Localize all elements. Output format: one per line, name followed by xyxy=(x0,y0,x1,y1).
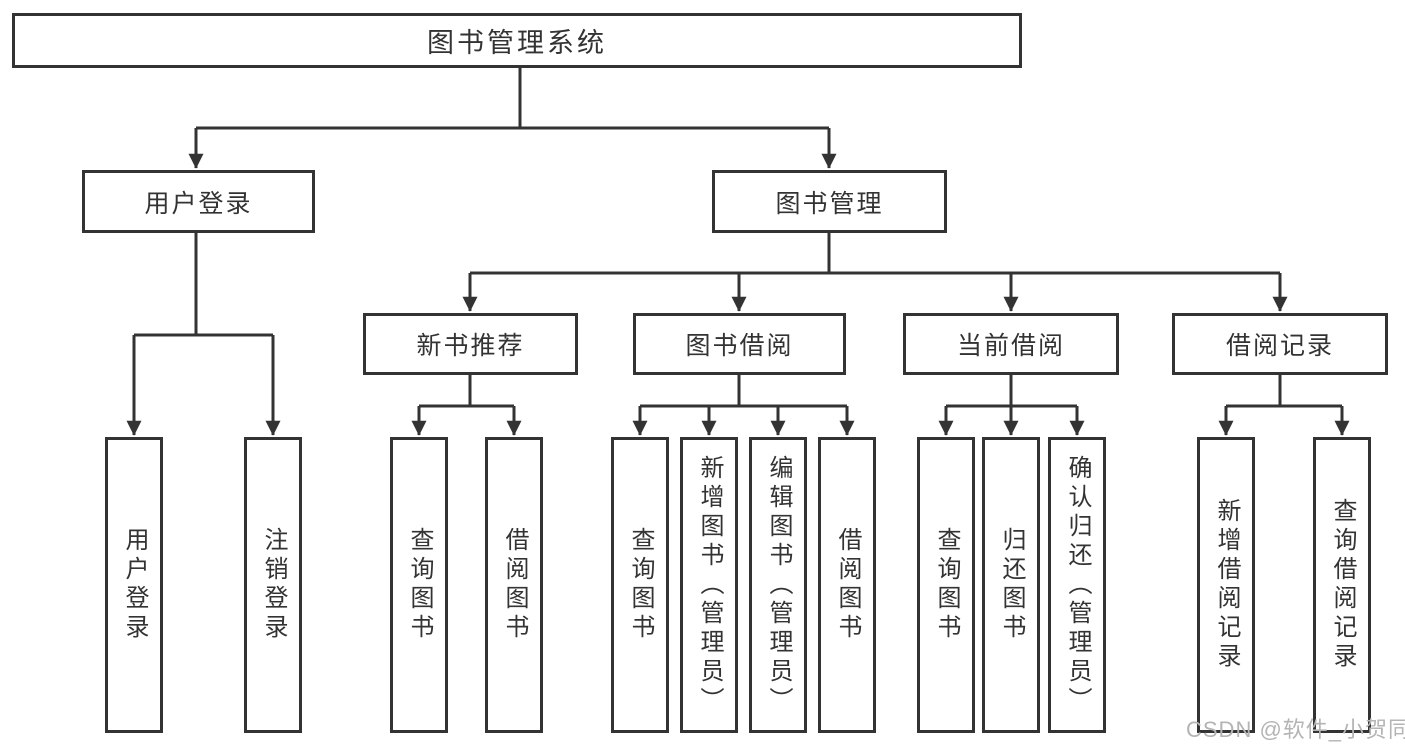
node-leaf-query-books-recommend: 查询图书 xyxy=(390,437,448,733)
node-leaf-borrow-books-recommend: 借阅图书 xyxy=(485,437,543,733)
node-new-book-recommend-label: 新书推荐 xyxy=(416,332,525,360)
wire-new-book-rec-split xyxy=(419,375,514,408)
node-borrow-records: 借阅记录 xyxy=(1172,313,1388,375)
node-leaf-logout: 注销登录 xyxy=(244,437,302,733)
node-leaf-query-books-borrowing: 查询图书 xyxy=(611,437,669,733)
node-leaf-return-books: 归还图书 xyxy=(982,437,1040,733)
node-leaf-query-books-recommend-label: 查询图书 xyxy=(406,527,433,643)
node-current-borrowing-label: 当前借阅 xyxy=(956,332,1065,360)
node-leaf-logout-label: 注销登录 xyxy=(260,527,287,643)
node-leaf-add-books-admin: 新增图书（管理员） xyxy=(680,437,738,733)
watermark: CSDN @软件_小贺同学 xyxy=(1186,717,1405,742)
node-book-management: 图书管理 xyxy=(712,170,947,233)
node-leaf-query-borrow-record-label: 查询借阅记录 xyxy=(1329,498,1356,672)
wire-book-mgmt-split xyxy=(470,233,1280,275)
node-leaf-borrow-books-recommend-label: 借阅图书 xyxy=(501,527,528,643)
wire-book-borrowing-split xyxy=(640,375,847,408)
node-leaf-borrow-books-borrowing: 借阅图书 xyxy=(818,437,876,733)
node-leaf-add-borrow-record-label: 新增借阅记录 xyxy=(1213,498,1240,672)
node-leaf-confirm-return-admin: 确认归还（管理员） xyxy=(1048,437,1106,733)
node-leaf-return-books-label: 归还图书 xyxy=(998,527,1025,643)
node-book-borrowing: 图书借阅 xyxy=(633,313,846,375)
node-book-borrowing-label: 图书借阅 xyxy=(685,332,794,360)
wire-user-login-split xyxy=(134,233,273,337)
wire-root-split xyxy=(196,68,829,130)
wire-current-borrowing-split xyxy=(946,375,1077,408)
node-leaf-confirm-return-admin-label: 确认归还（管理员） xyxy=(1064,454,1091,716)
node-leaf-query-borrow-record: 查询借阅记录 xyxy=(1313,437,1371,733)
node-library-system-label: 图书管理系统 xyxy=(427,28,607,58)
node-leaf-add-borrow-record: 新增借阅记录 xyxy=(1197,437,1255,733)
node-borrow-records-label: 借阅记录 xyxy=(1225,332,1334,360)
node-leaf-query-books-current: 查询图书 xyxy=(917,437,975,733)
node-leaf-add-books-admin-label: 新增图书（管理员） xyxy=(696,454,723,716)
node-leaf-edit-books-admin-label: 编辑图书（管理员） xyxy=(765,454,792,716)
node-new-book-recommend: 新书推荐 xyxy=(363,313,578,375)
node-book-management-label: 图书管理 xyxy=(775,189,884,218)
node-leaf-borrow-books-borrowing-label: 借阅图书 xyxy=(834,527,861,643)
node-leaf-user-login: 用户登录 xyxy=(105,437,163,733)
node-leaf-user-login-label: 用户登录 xyxy=(121,527,148,643)
node-leaf-edit-books-admin: 编辑图书（管理员） xyxy=(749,437,807,733)
node-leaf-query-books-borrowing-label: 查询图书 xyxy=(627,527,654,643)
node-user-login: 用户登录 xyxy=(82,170,315,233)
node-user-login-label: 用户登录 xyxy=(144,189,253,218)
node-leaf-query-books-current-label: 查询图书 xyxy=(933,527,960,643)
node-library-system: 图书管理系统 xyxy=(12,13,1022,68)
node-current-borrowing: 当前借阅 xyxy=(903,313,1119,375)
wire-borrow-records-split xyxy=(1226,375,1342,408)
